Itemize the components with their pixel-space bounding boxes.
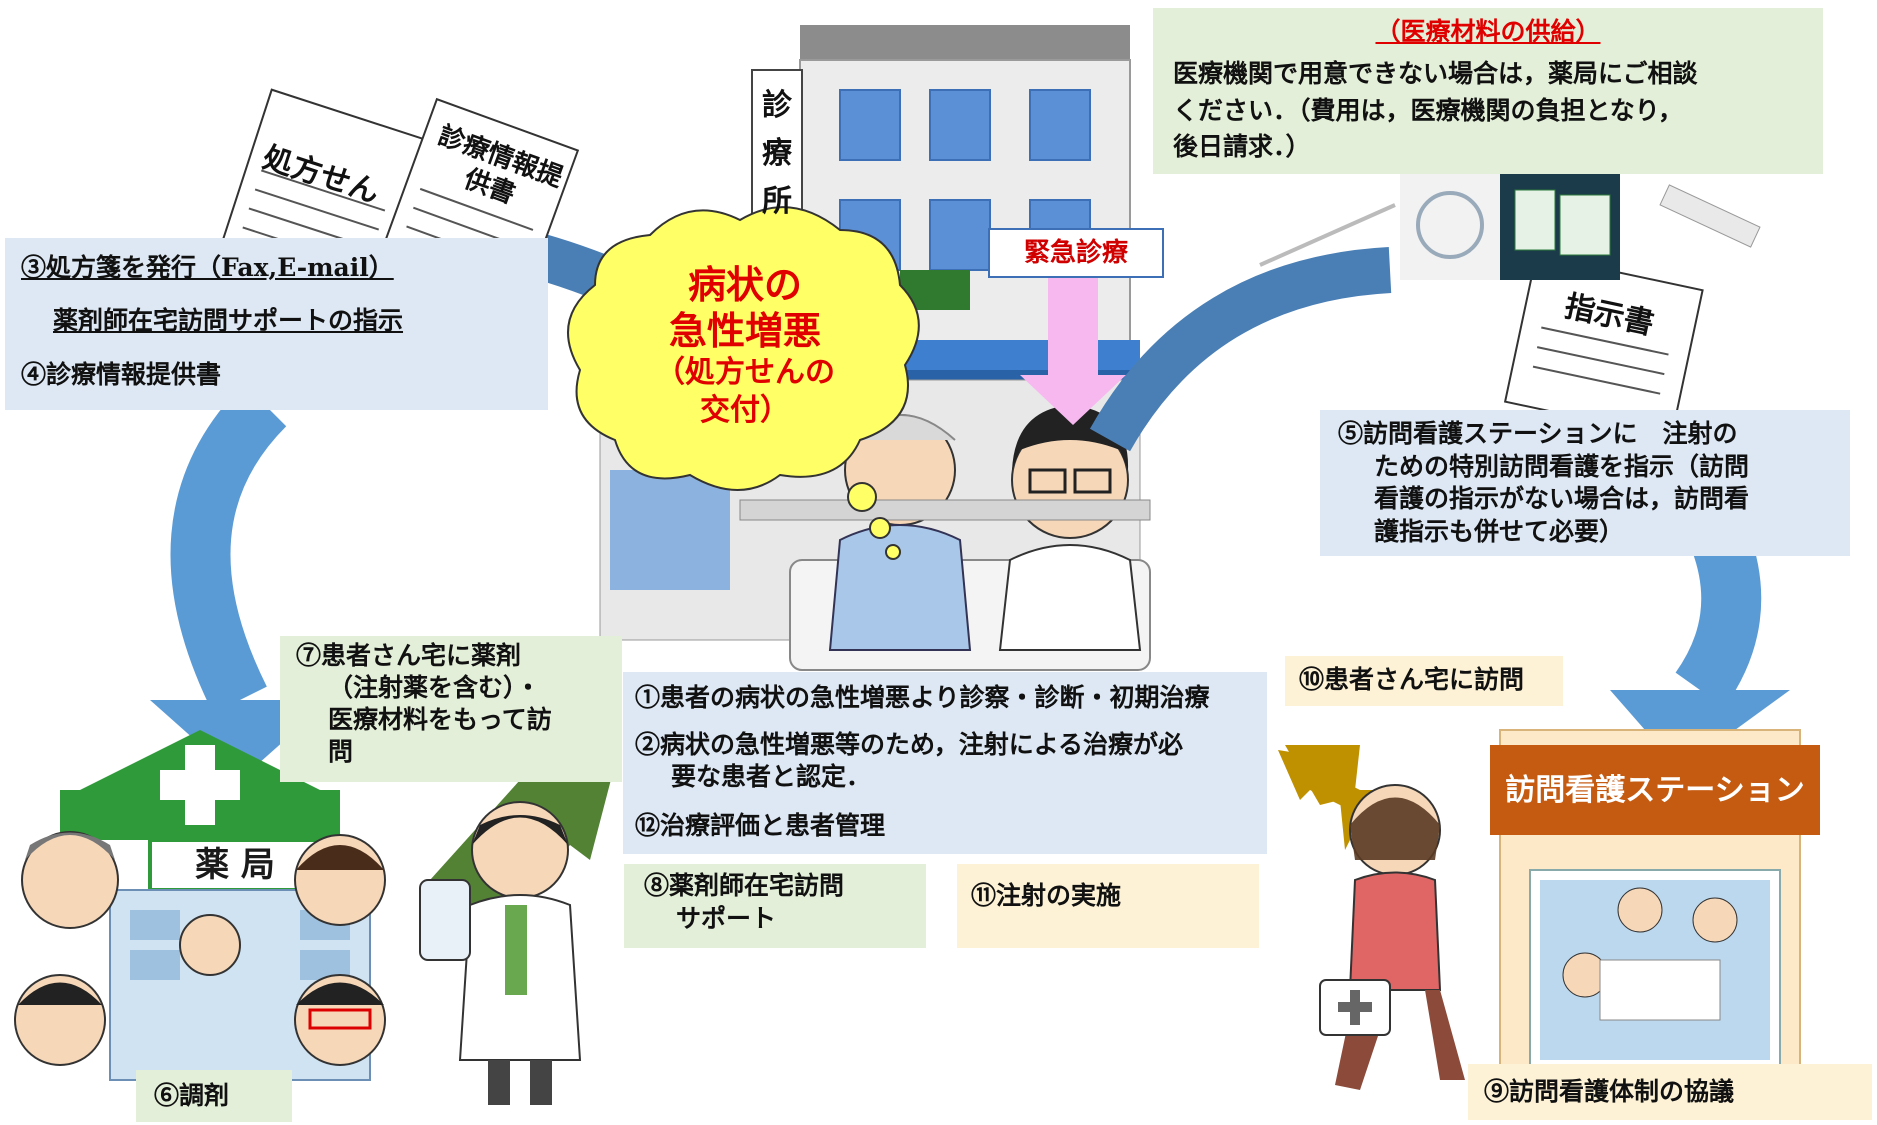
step11-box: ⑪注射の実施 (957, 864, 1259, 948)
emergency-label: 緊急診療 (988, 228, 1164, 278)
step5-line-2: ための特別訪問看護を指示（訪問 (1374, 451, 1750, 481)
medical-supplies (1259, 170, 1761, 280)
step5-line-3: 看護の指示がない場合は，訪問看 (1374, 484, 1750, 513)
clinic-sign-char-1: 診 (762, 88, 792, 123)
nursing-station-building (1490, 729, 1820, 1091)
center-line-2b: 要な患者と認定． (671, 762, 872, 791)
pharmacist-figure (419, 801, 582, 1105)
supply-info-line-3: 後日請求．） (1173, 131, 1311, 161)
bubble-line-4: 交付） (700, 393, 790, 428)
step8-box: ⑧薬剤師在宅訪問 サポート (624, 864, 926, 948)
instruction-document (1503, 253, 1704, 439)
supply-info-box: （医療材料の供給） 医療機関で用意できない場合は，薬局にご相談 ください．（費用… (1153, 8, 1823, 174)
step3-line-1: ③処方箋を発行（Fax,E-mail） (21, 253, 394, 282)
pharmacy-sign: 薬 局 (195, 845, 275, 885)
step5-line-4: 護指示も併せて必要） (1374, 516, 1625, 546)
step6-box: ⑥調剤 (136, 1070, 292, 1122)
station-sign: 訪問看護ステーション (1505, 773, 1805, 808)
step7-line-2: （注射薬を含む）・ (328, 673, 541, 702)
center-info-box: ①患者の病状の急性増悪より診察・診断・初期治療 ②病状の急性増悪等のため，注射に… (623, 672, 1267, 854)
step4-line: ④診療情報提供書 (21, 359, 222, 389)
thought-bubble (567, 206, 920, 560)
step7-line-4: 問 (328, 737, 354, 766)
center-line-3: ⑫治療評価と患者管理 (635, 810, 886, 840)
pharmacy-building (14, 730, 386, 1081)
step7-box: ⑦患者さん宅に薬剤 （注射薬を含む）・ 医療材料をもって訪 問 (280, 636, 622, 782)
center-line-2a: ②病状の急性増悪等のため，注射による治療が必 (635, 729, 1184, 759)
patient-and-doctor (739, 405, 1151, 671)
step7-line-3: 医療材料をもって訪 (328, 705, 552, 734)
supply-info-line-2: ください．（費用は，医療機関の負担となり， (1173, 95, 1684, 125)
bubble-line-1: 病状の (687, 263, 802, 307)
emergency-arrow (1020, 270, 1126, 425)
clinic-sign-char-2: 療 (762, 136, 792, 171)
step7-line-1: ⑦患者さん宅に薬剤 (296, 641, 522, 670)
bubble-line-3: （処方せんの (655, 355, 835, 390)
step3-line-2: 薬剤師在宅訪問サポートの指示 (53, 306, 404, 336)
step8-line-2: サポート (676, 903, 777, 933)
clinic-sign: 診 療 所 (752, 82, 802, 226)
supply-info-line-1: 医療機関で用意できない場合は，薬局にご相談 (1173, 59, 1698, 89)
step10-box: ⑩患者さん宅に訪問 (1285, 656, 1563, 706)
step8-line-1: ⑧薬剤師在宅訪問 (644, 871, 845, 900)
step5-line-1: ⑤訪問看護ステーションに 注射の (1338, 419, 1738, 448)
step9-box: ⑨訪問看護体制の協議 (1468, 1064, 1872, 1120)
supply-info-title: （医療材料の供給） (1375, 17, 1601, 46)
step3-box: ③処方箋を発行（Fax,E-mail） 薬剤師在宅訪問サポートの指示 ④診療情報… (5, 238, 548, 410)
bubble-line-2: 急性増悪 (668, 309, 821, 353)
center-line-1: ①患者の病状の急性増悪より診察・診断・初期治療 (635, 683, 1210, 712)
nurse-figure (1319, 784, 1465, 1090)
clinic-sign-char-3: 所 (762, 184, 792, 219)
step5-box: ⑤訪問看護ステーションに 注射の ための特別訪問看護を指示（訪問 看護の指示がな… (1320, 410, 1850, 556)
bubble-text: 病状の 急性増悪 （処方せんの 交付） (585, 262, 905, 430)
